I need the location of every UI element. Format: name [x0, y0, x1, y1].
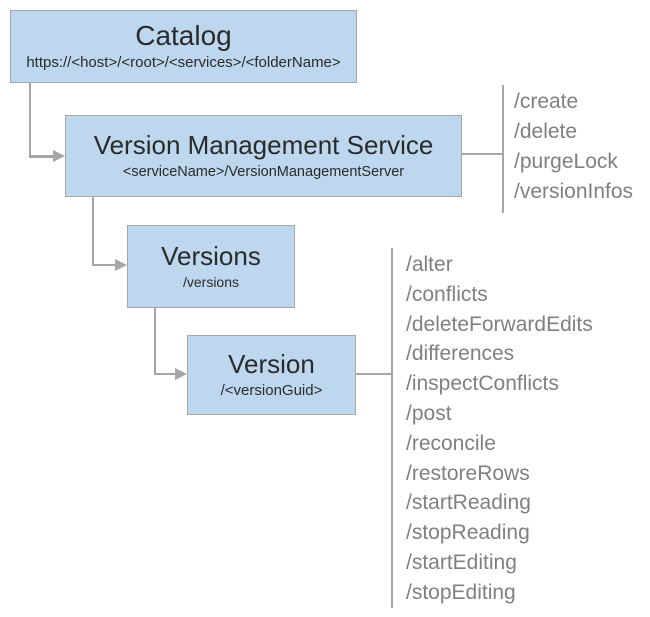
connector-version-operations-horizontal: [356, 372, 392, 375]
node-version-path: /<versionGuid>: [220, 381, 323, 399]
node-vms-title: Version Management Service: [93, 129, 434, 160]
connector-versions-version-horizontal: [153, 372, 176, 375]
node-catalog: Catalog https://<host>/<root>/<services>…: [10, 10, 357, 83]
operation-item: /differences: [406, 342, 515, 366]
operation-item: /versionInfos: [514, 180, 634, 203]
node-versions-path: /versions: [182, 273, 240, 290]
connector-catalog-vms-vertical: [28, 83, 31, 158]
node-catalog-url: https://<host>/<root>/<services>/<folder…: [26, 53, 341, 71]
node-version: Version /<versionGuid>: [187, 335, 356, 415]
operation-item: /post: [406, 401, 452, 425]
operation-item: /delete: [514, 120, 578, 143]
arrowhead-into-versions-icon: [115, 258, 127, 271]
node-version-title: Version: [228, 348, 315, 379]
node-versions: Versions /versions: [127, 225, 295, 308]
connector-versions-version-vertical: [153, 308, 156, 375]
node-catalog-title: Catalog: [135, 20, 232, 52]
vms-operations-bracket-line: [501, 85, 504, 213]
arrowhead-into-version-icon: [175, 367, 187, 380]
operation-item: /startEditing: [406, 550, 517, 574]
operation-item: /stopEditing: [406, 580, 516, 604]
arrowhead-into-vms-icon: [53, 150, 65, 162]
connector-catalog-vms-horizontal: [28, 155, 55, 158]
operation-item: /create: [514, 90, 579, 113]
operation-item: /conflicts: [406, 282, 488, 306]
operation-item: /inspectConflicts: [406, 372, 559, 396]
node-vms-path: <serviceName>/VersionManagementServer: [122, 163, 405, 180]
version-operations-bracket-line: [390, 248, 393, 608]
operation-item: /startReading: [406, 491, 531, 515]
connector-vms-versions-vertical: [91, 197, 94, 266]
operation-item: /purgeLock: [514, 150, 618, 173]
version-operations-list: /alter/conflicts/deleteForwardEdits/diff…: [406, 250, 593, 608]
node-version-management-service: Version Management Service <serviceName>…: [65, 115, 462, 197]
vms-operations-list: /create/delete/purgeLock/versionInfos: [514, 87, 633, 207]
operation-item: /reconcile: [406, 431, 496, 455]
connector-vms-operations-horizontal: [462, 152, 503, 155]
operation-item: /stopReading: [406, 521, 530, 545]
operation-item: /deleteForwardEdits: [406, 312, 593, 336]
operation-item: /alter: [406, 253, 453, 276]
connector-vms-versions-horizontal: [91, 263, 116, 266]
node-versions-title: Versions: [161, 240, 261, 271]
operation-item: /restoreRows: [406, 461, 530, 485]
